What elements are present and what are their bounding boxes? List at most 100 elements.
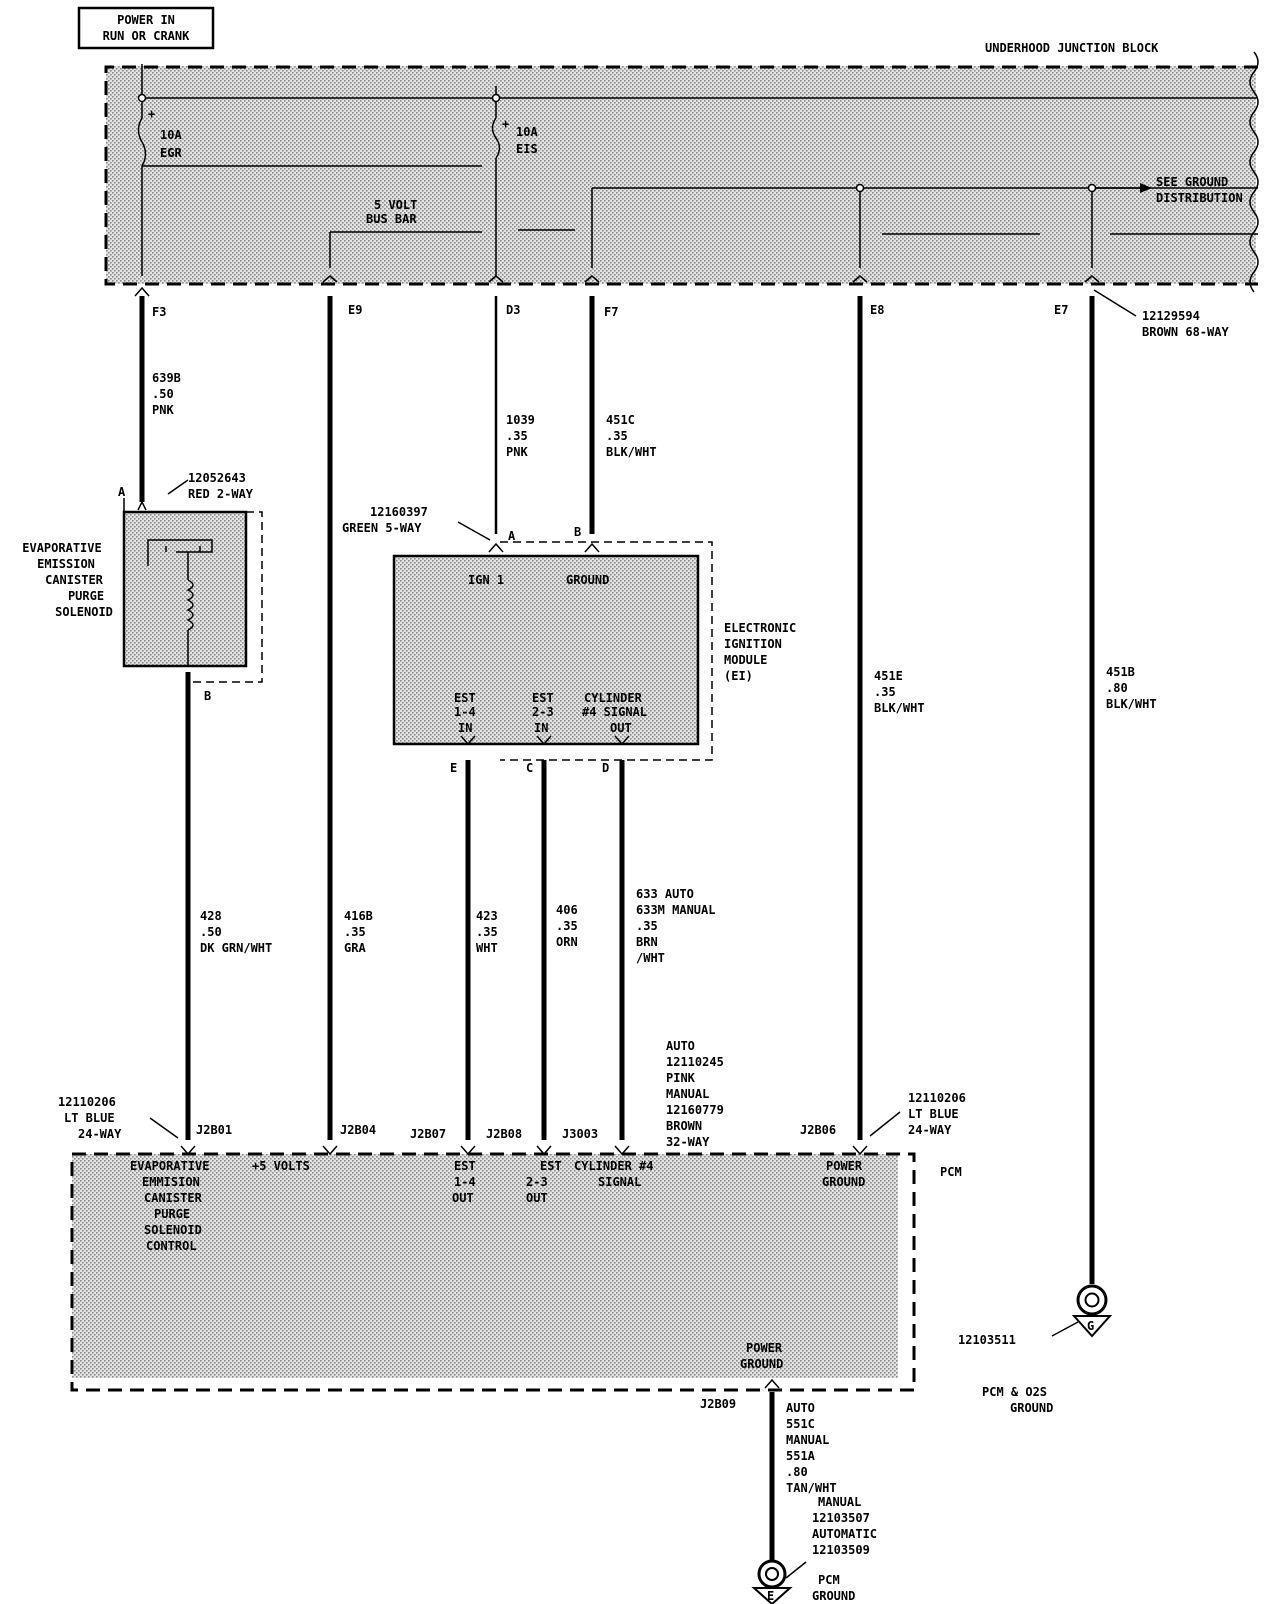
svg-text:A: A	[508, 529, 516, 543]
svg-text:ELECTRONIC: ELECTRONIC	[724, 621, 796, 635]
see-ground-distribution-label: SEE GROUND DISTRIBUTION	[1156, 175, 1243, 205]
wire-label-416b: 416B .35 GRA	[344, 909, 373, 955]
svg-text:12110206: 12110206	[908, 1091, 966, 1105]
svg-text:MANUAL: MANUAL	[818, 1495, 861, 1509]
ground-e-parts-label: MANUAL 12103507 AUTOMATIC 12103509	[812, 1495, 877, 1557]
svg-text:GROUND: GROUND	[1010, 1401, 1053, 1415]
solenoid-name-label: EVAPORATIVE EMISSION CANISTER PURGE SOLE…	[22, 541, 113, 619]
svg-text:LT BLUE: LT BLUE	[908, 1107, 959, 1121]
svg-text:SEE GROUND: SEE GROUND	[1156, 175, 1228, 189]
svg-text:PNK: PNK	[506, 445, 528, 459]
svg-text:+5 VOLTS: +5 VOLTS	[252, 1159, 310, 1173]
svg-text:GROUND: GROUND	[822, 1175, 865, 1189]
svg-text:POWER IN: POWER IN	[117, 13, 175, 27]
svg-text:F3: F3	[152, 305, 166, 319]
svg-text:/WHT: /WHT	[636, 951, 665, 965]
pcm-connector-mid-label: AUTO 12110245 PINK MANUAL 12160779 BROWN…	[666, 1039, 724, 1149]
wire-label-451e: 451E .35 BLK/WHT	[874, 669, 925, 715]
svg-text:GROUND: GROUND	[740, 1357, 783, 1371]
svg-text:.80: .80	[1106, 681, 1128, 695]
svg-text:551A: 551A	[786, 1449, 816, 1463]
svg-text:SIGNAL: SIGNAL	[598, 1175, 641, 1189]
svg-text:(EI): (EI)	[724, 669, 753, 683]
svg-text:GREEN 5-WAY: GREEN 5-WAY	[342, 521, 422, 535]
svg-text:GRA: GRA	[344, 941, 366, 955]
svg-text:EST: EST	[454, 691, 476, 705]
svg-text:12160779: 12160779	[666, 1103, 724, 1117]
svg-text:RUN OR CRANK: RUN OR CRANK	[103, 29, 190, 43]
svg-text:IGNITION: IGNITION	[724, 637, 782, 651]
wire-label-451b: 451B .80 BLK/WHT	[1106, 665, 1157, 711]
svg-text:CYLINDER: CYLINDER	[584, 691, 643, 705]
svg-text:SOLENOID: SOLENOID	[144, 1223, 202, 1237]
svg-text:12110245: 12110245	[666, 1055, 724, 1069]
svg-text:.35: .35	[476, 925, 498, 939]
svg-text:CYLINDER #4: CYLINDER #4	[574, 1159, 653, 1173]
svg-text:32-WAY: 32-WAY	[666, 1135, 710, 1149]
svg-text:E8: E8	[870, 303, 884, 317]
svg-text:12160397: 12160397	[370, 505, 428, 519]
svg-text:451C: 451C	[606, 413, 635, 427]
svg-text:1039: 1039	[506, 413, 535, 427]
svg-text:BLK/WHT: BLK/WHT	[606, 445, 657, 459]
svg-text:EVAPORATIVE: EVAPORATIVE	[130, 1159, 209, 1173]
ground-g-name-label: PCM & O2S GROUND	[982, 1385, 1053, 1415]
svg-text:BROWN 68-WAY: BROWN 68-WAY	[1142, 325, 1229, 339]
svg-text:LT BLUE: LT BLUE	[64, 1111, 115, 1125]
svg-text:12103507: 12103507	[812, 1511, 870, 1525]
svg-text:+: +	[148, 107, 155, 121]
junction-internal-traces	[142, 97, 1258, 268]
svg-text:24-WAY: 24-WAY	[78, 1127, 122, 1141]
svg-text:J2B01: J2B01	[196, 1123, 232, 1137]
junction-block-title: UNDERHOOD JUNCTION BLOCK	[985, 41, 1159, 55]
ground-e-terminal: E	[751, 1559, 807, 1604]
svg-text:WHT: WHT	[476, 941, 498, 955]
svg-text:J2B04: J2B04	[340, 1123, 376, 1137]
bus-bar-label: 5 VOLT BUS BAR	[366, 198, 417, 226]
svg-text:24-WAY: 24-WAY	[908, 1123, 952, 1137]
svg-text:D: D	[602, 761, 609, 775]
ground-g-terminal: G 12103511	[958, 1284, 1113, 1347]
ei-pin-labels: A B E C D	[450, 525, 609, 775]
svg-text:.35: .35	[506, 429, 528, 443]
jb-pin-labels: F3 E9 D3 F7 E8 E7	[152, 303, 1068, 319]
svg-text:1-4: 1-4	[454, 1175, 476, 1189]
svg-text:PURGE: PURGE	[154, 1207, 190, 1221]
pcm-connector-left-label: 12110206 LT BLUE 24-WAY	[58, 1095, 179, 1141]
svg-text:406: 406	[556, 903, 578, 917]
solenoid-pin-b: B	[204, 689, 211, 703]
svg-text:PURGE: PURGE	[68, 589, 104, 603]
pcm-title: PCM	[940, 1165, 962, 1179]
svg-text:EMISSION: EMISSION	[37, 557, 95, 571]
svg-text:.35: .35	[344, 925, 366, 939]
underhood-junction-block: UNDERHOOD JUNCTION BLOCK	[104, 41, 1259, 293]
svg-text:EMMISION: EMMISION	[142, 1175, 200, 1189]
ground-g-icon	[1071, 1315, 1113, 1338]
arrow-right-icon	[1140, 183, 1152, 193]
svg-text:12110206: 12110206	[58, 1095, 116, 1109]
svg-text:SOLENOID: SOLENOID	[55, 605, 113, 619]
svg-text:J3003: J3003	[562, 1127, 598, 1141]
svg-text:MANUAL: MANUAL	[786, 1433, 829, 1447]
svg-text:IGN 1: IGN 1	[468, 573, 504, 587]
svg-text:12103509: 12103509	[812, 1543, 870, 1557]
svg-text:MODULE: MODULE	[724, 653, 767, 667]
svg-text:.35: .35	[556, 919, 578, 933]
svg-text:E: E	[767, 1589, 774, 1603]
svg-text:.35: .35	[874, 685, 896, 699]
pcm-connector-right-label: 12110206 LT BLUE 24-WAY	[869, 1091, 966, 1137]
svg-text:TAN/WHT: TAN/WHT	[786, 1481, 837, 1495]
svg-text:551C: 551C	[786, 1417, 815, 1431]
svg-text:B: B	[574, 525, 581, 539]
svg-text:OUT: OUT	[452, 1191, 474, 1205]
pcm-pin-labels: J2B01 J2B04 J2B07 J2B08 J3003 J2B06 J2B0…	[196, 1123, 836, 1411]
svg-text:MANUAL: MANUAL	[666, 1087, 709, 1101]
svg-text:BLK/WHT: BLK/WHT	[874, 701, 925, 715]
svg-text:BRN: BRN	[636, 935, 658, 949]
svg-text:DK GRN/WHT: DK GRN/WHT	[200, 941, 272, 955]
svg-text:PCM: PCM	[818, 1573, 840, 1587]
svg-text:#4 SIGNAL: #4 SIGNAL	[582, 705, 647, 719]
svg-text:AUTOMATIC: AUTOMATIC	[812, 1527, 877, 1541]
svg-text:E7: E7	[1054, 303, 1068, 317]
